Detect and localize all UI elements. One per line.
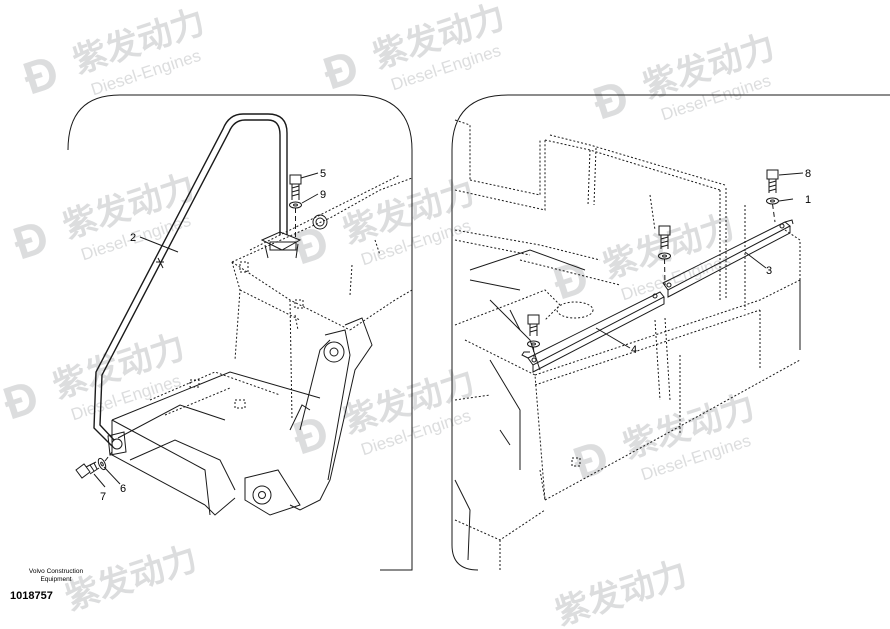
drawing-number: 1018757 [10,590,53,602]
watermark-layer: Ð 紫发动力 Diesel-Engines Ð 紫发动力 Diesel-Engi… [0,0,779,629]
cab-frame [454,119,746,310]
arm-bracket [244,317,373,516]
watermark-logo-icon: Ð [287,215,335,275]
lower-frame [111,371,321,516]
bolt-part-8 [766,169,779,193]
washer-part-6 [97,457,107,471]
watermark-logo-icon: Ð [0,370,45,430]
footer-block: Volvo Construction Equipment 1018757 [8,568,104,602]
callout-9: 9 [320,189,326,201]
tank-lower [454,229,801,570]
left-view-frame [67,94,413,571]
callout-2: 2 [130,232,136,244]
bracket-part-3 [662,219,794,298]
watermark-logo-icon: Ð [567,430,615,490]
watermark-logo-icon: Ð [287,405,335,465]
right-view-frame [451,94,890,571]
bolt-part-7 [75,461,100,479]
watermark-logo-icon: Ð [17,45,65,105]
callout-1: 1 [805,194,811,206]
callout-4: 4 [631,344,637,356]
washer-part-9 [289,201,302,209]
tank-body [231,174,413,421]
bolt-part-5 [289,174,302,200]
footer-org-line1: Volvo Construction [28,568,84,575]
footer-org-line2: Equipment [40,576,72,583]
callout-8: 8 [805,168,811,180]
watermark-cn: 紫发动力 [551,554,692,629]
bolt-mid [658,225,671,260]
callout-3: 3 [766,265,772,277]
washer-part-1 [766,197,779,205]
watermark-logo-icon: Ð [587,70,635,130]
pipe-part-2 [93,113,297,456]
callout-7: 7 [100,491,106,503]
right-view [451,94,890,571]
callout-6: 6 [120,483,126,495]
bolt-left [527,314,540,348]
watermark-logo-icon: Ð [7,210,55,270]
watermark-logo-icon: Ð [317,40,365,100]
callout-5: 5 [320,168,326,180]
left-view [67,94,413,571]
bracket-part-4 [521,291,665,373]
